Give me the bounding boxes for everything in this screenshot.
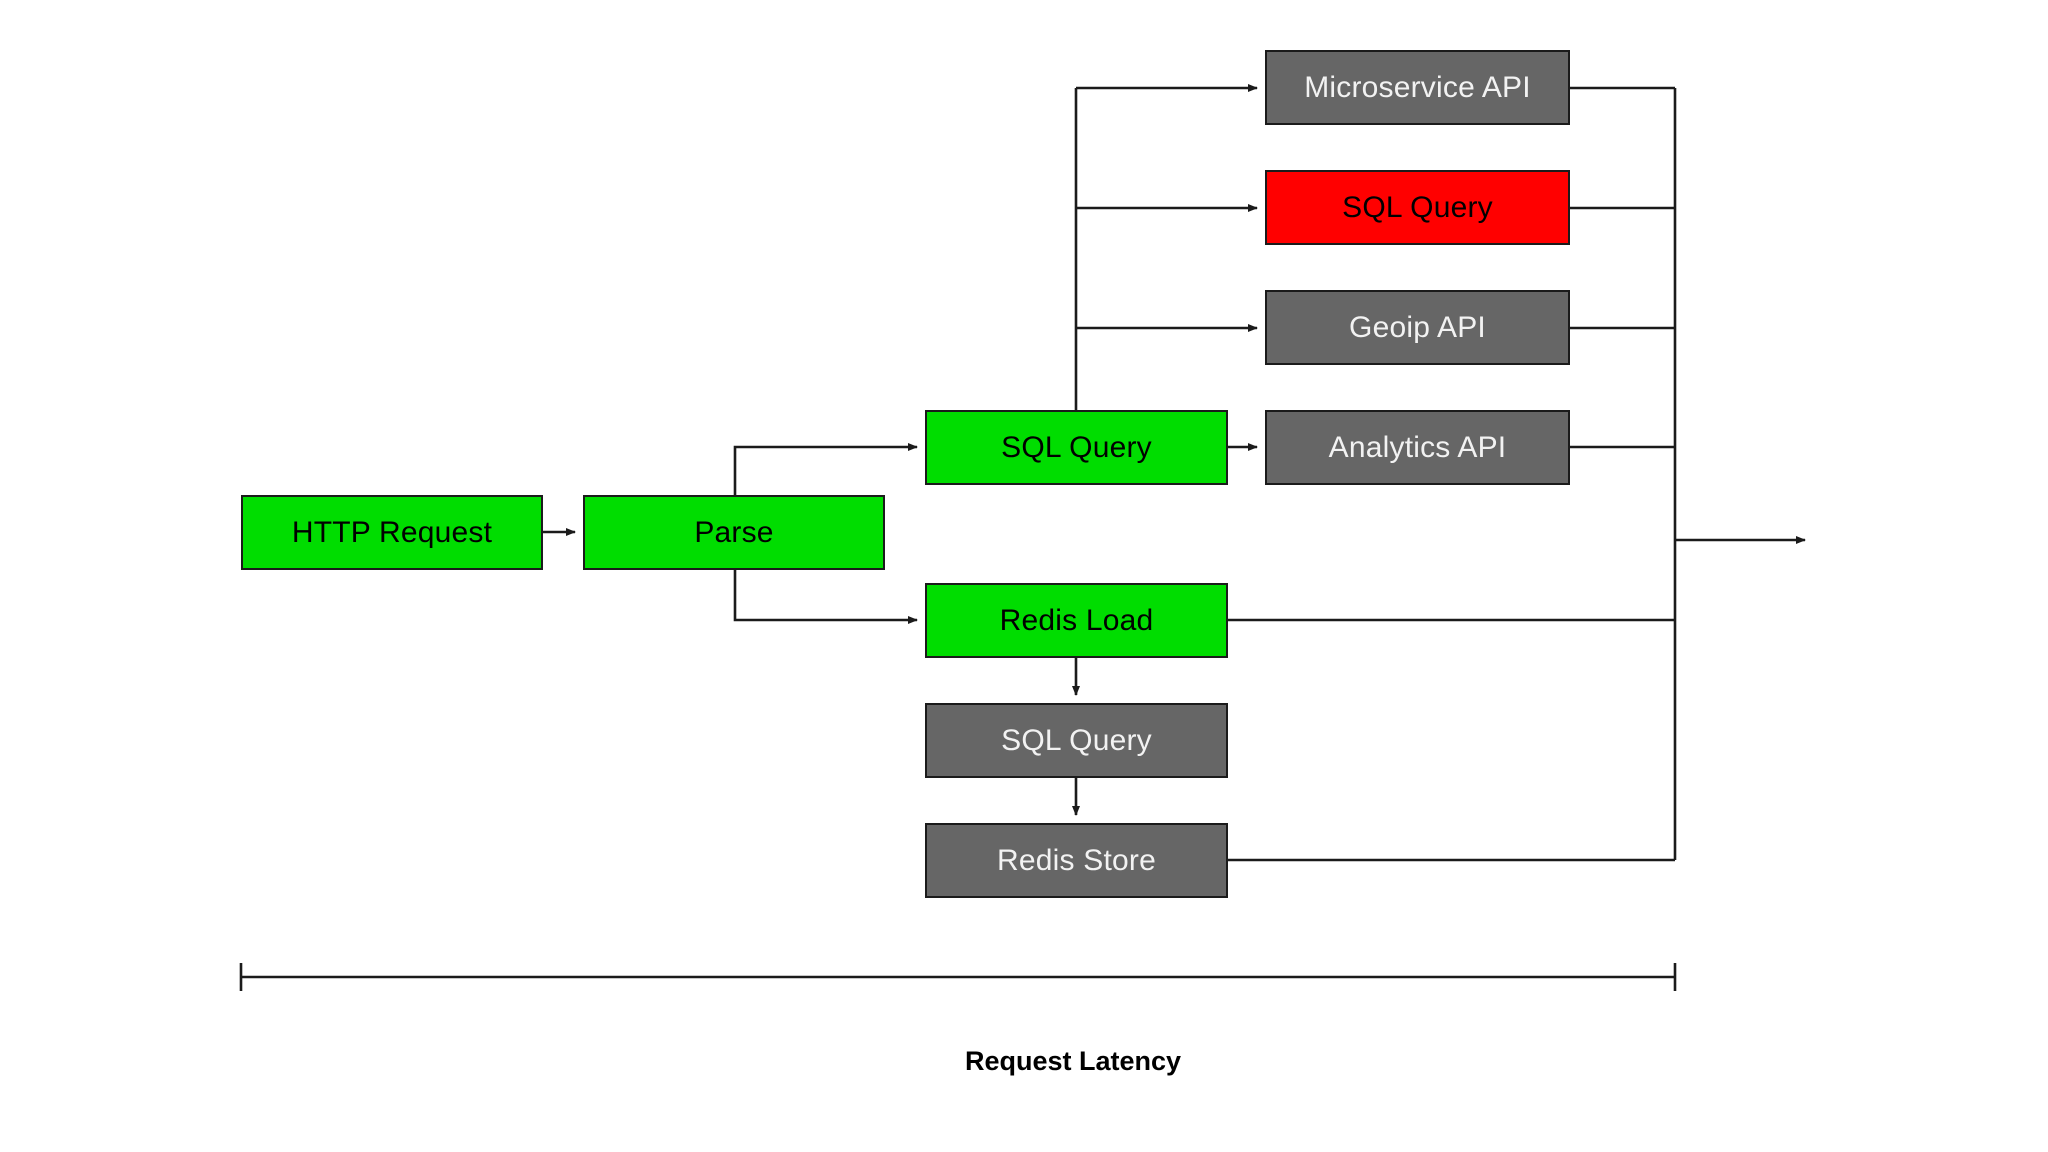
node-label: SQL Query bbox=[1342, 190, 1493, 224]
node-microservice-api[interactable]: Microservice API bbox=[1265, 50, 1570, 125]
node-sql-query-slow[interactable]: SQL Query bbox=[1265, 170, 1570, 245]
node-redis-store[interactable]: Redis Store bbox=[925, 823, 1228, 898]
node-sql-query-cache[interactable]: SQL Query bbox=[925, 703, 1228, 778]
node-sql-query-main[interactable]: SQL Query bbox=[925, 410, 1228, 485]
node-label: HTTP Request bbox=[291, 515, 493, 549]
node-geoip-api[interactable]: Geoip API bbox=[1265, 290, 1570, 365]
node-label: Parse bbox=[694, 515, 774, 549]
node-label: Redis Load bbox=[999, 603, 1154, 637]
edge-parse-to-redis-load bbox=[733, 570, 918, 624]
node-parse[interactable]: Parse bbox=[583, 495, 885, 570]
node-label: Analytics API bbox=[1328, 430, 1507, 464]
latency-bar-label: Request Latency bbox=[965, 1046, 1182, 1076]
node-label: Redis Store bbox=[997, 843, 1156, 877]
node-label: SQL Query bbox=[1001, 723, 1152, 757]
node-label: Microservice API bbox=[1304, 70, 1531, 104]
node-redis-load[interactable]: Redis Load bbox=[925, 583, 1228, 658]
edge-parse-to-sql-query-main bbox=[733, 443, 918, 495]
node-http-request[interactable]: HTTP Request bbox=[241, 495, 543, 570]
node-label: Geoip API bbox=[1349, 310, 1486, 344]
node-analytics-api[interactable]: Analytics API bbox=[1265, 410, 1570, 485]
node-label: SQL Query bbox=[1001, 430, 1152, 464]
